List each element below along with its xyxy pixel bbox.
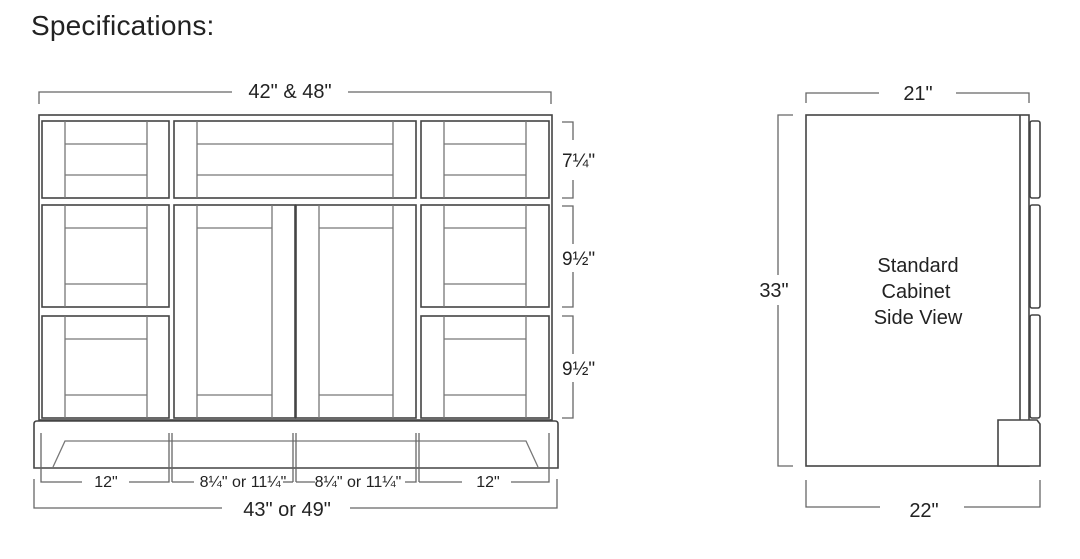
row1-height-label: 7¼" (562, 151, 595, 172)
row-height-dimensions: 7¼" 9½" 9½" (562, 121, 595, 419)
left-door (173, 204, 296, 419)
bottom-depth-label: 22" (909, 500, 938, 522)
segment3-label: 8¼" or 11¼" (315, 474, 402, 491)
side-cabinet-body (805, 114, 1041, 467)
top-depth-label: 21" (903, 83, 932, 105)
side-view: 21" 33" Standard Cabinet Side View (759, 83, 1041, 522)
side-view-caption: Standard Cabinet Side View (874, 255, 963, 329)
height-label: 33" (759, 280, 788, 302)
top-depth-dimension: 21" (805, 83, 1030, 105)
segment4-label: 12" (476, 474, 499, 491)
page-title: Specifications: (31, 10, 215, 41)
top-right-drawer (420, 120, 550, 199)
bottom-right-drawer (420, 315, 550, 419)
middle-left-drawer (41, 204, 170, 308)
bottom-segment-dimensions: 12" 8¼" or 11¼" 8¼" or 11¼" 12" (40, 433, 550, 491)
top-width-dimension: 42" & 48" (38, 81, 552, 104)
overall-width-label: 43" or 49" (243, 499, 331, 521)
segment1-label: 12" (94, 474, 117, 491)
height-dimension: 33" (759, 114, 793, 467)
top-center-drawer (173, 120, 417, 199)
right-door (295, 204, 417, 419)
bottom-depth-dimension: 22" (805, 480, 1041, 522)
row3-height-label: 9½" (562, 359, 595, 380)
caption-line-3: Side View (874, 307, 963, 329)
caption-line-2: Cabinet (882, 281, 951, 303)
caption-line-1: Standard (877, 255, 958, 277)
bottom-left-drawer (41, 315, 170, 419)
segment2-label: 8¼" or 11¼" (200, 474, 287, 491)
middle-right-drawer (420, 204, 550, 308)
overall-width-dimension: 43" or 49" (33, 479, 558, 521)
front-view: 42" & 48" (33, 81, 595, 521)
row2-height-label: 9½" (562, 249, 595, 270)
top-width-label: 42" & 48" (248, 81, 331, 103)
top-left-drawer (41, 120, 170, 199)
